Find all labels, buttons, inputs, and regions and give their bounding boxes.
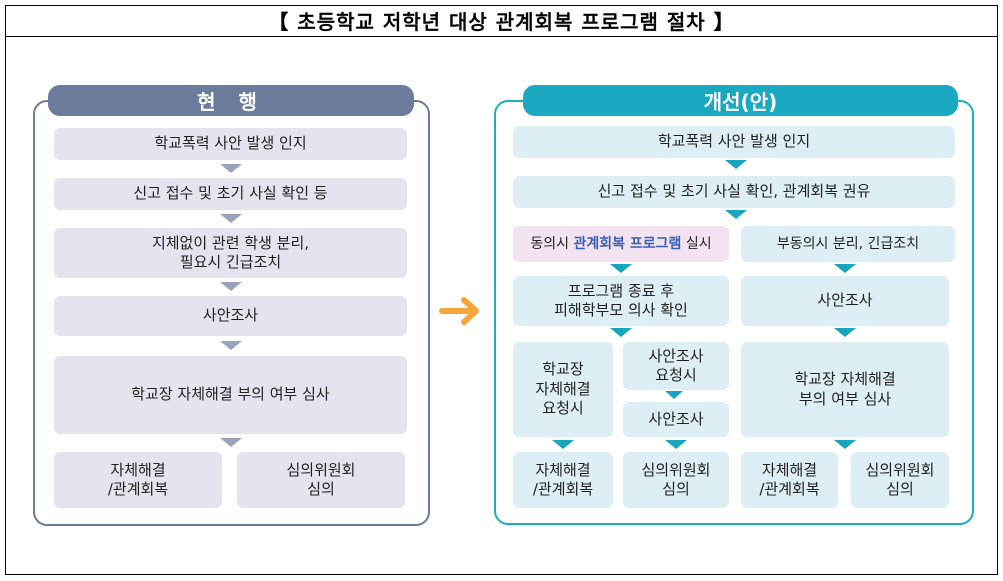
- outcome-self-resolve: 자체해결/관계회복: [513, 452, 613, 508]
- step-report: 신고 접수 및 초기 사실 확인 등: [54, 178, 407, 210]
- line: 학교장 자체해결: [794, 370, 896, 388]
- line: 지체없이 관련 학생 분리,: [151, 233, 310, 252]
- current-header: 현 행: [48, 85, 414, 116]
- step-disagree: 부동의시 분리, 긴급조치: [741, 226, 955, 262]
- line: 심의위원회: [641, 460, 711, 479]
- label: 동의시: [530, 235, 574, 252]
- line: 심의위원회: [286, 460, 356, 479]
- outcome-self-resolve: 자체해결/관계회복: [741, 452, 838, 508]
- line: 심의: [886, 480, 914, 498]
- line: 자체해결: [110, 460, 166, 479]
- step-investigation: 사안조사: [741, 276, 949, 326]
- arrow-down-icon: [665, 440, 687, 449]
- arrow-right-icon: [439, 297, 479, 325]
- step-report: 신고 접수 및 초기 사실 확인, 관계회복 권유: [513, 176, 955, 208]
- line: /관계회복: [107, 480, 169, 498]
- arrow-down-icon: [725, 210, 747, 219]
- line: /관계회복: [759, 480, 820, 498]
- proposed-header: 개선(안): [523, 85, 958, 116]
- arrow-down-icon: [834, 328, 856, 337]
- arrow-down-icon: [220, 282, 242, 291]
- line: 심의: [307, 480, 335, 498]
- arrow-down-icon: [725, 160, 747, 169]
- highlight: 관계회복 프로그램: [573, 235, 682, 252]
- line: 필요시 긴급조치: [179, 253, 282, 271]
- step-separation: 지체없이 관련 학생 분리,필요시 긴급조치: [54, 228, 407, 278]
- label: 실시: [681, 235, 712, 252]
- line: 요청시: [542, 399, 584, 418]
- arrow-down-icon: [220, 164, 242, 173]
- arrow-down-icon: [220, 214, 242, 223]
- line: 프로그램 종료 후: [567, 281, 675, 300]
- arrow-down-icon: [552, 440, 574, 449]
- line: /관계회복: [532, 480, 594, 498]
- arrow-down-icon: [665, 391, 683, 399]
- line: 자체해결: [761, 460, 818, 479]
- step-agree-program: 동의시 관계회복 프로그램 실시: [513, 226, 729, 262]
- step-inv: 사안조사: [623, 402, 729, 437]
- step-investigation: 사안조사: [54, 296, 407, 336]
- outcome-self-resolve: 자체해결/관계회복: [54, 452, 222, 508]
- arrow-down-icon: [220, 438, 242, 447]
- arrow-down-icon: [610, 264, 632, 273]
- line: 피해학부모 의사 확인: [554, 301, 688, 319]
- line: 심의: [662, 480, 690, 498]
- line: 자체해결: [535, 460, 591, 479]
- arrow-down-icon: [834, 440, 856, 449]
- line: 사안조사: [648, 346, 704, 365]
- line: 부의 여부 심사: [798, 389, 892, 408]
- arrow-down-icon: [610, 328, 632, 337]
- line: 요청시: [655, 366, 697, 384]
- line: 자체해결: [535, 379, 591, 398]
- page-title: 【 초등학교 저학년 대상 관계회복 프로그램 절차 】: [5, 5, 998, 37]
- arrow-down-icon: [834, 264, 856, 273]
- step-recognize: 학교폭력 사안 발생 인지: [54, 128, 407, 160]
- step-review: 학교장 자체해결 부의 여부 심사: [54, 356, 407, 434]
- line: 심의위원회: [865, 460, 935, 479]
- arrow-down-icon: [220, 341, 242, 350]
- outer-frame: [5, 5, 998, 575]
- line: 학교장: [542, 360, 584, 379]
- step-recognize: 학교폭력 사안 발생 인지: [513, 126, 955, 158]
